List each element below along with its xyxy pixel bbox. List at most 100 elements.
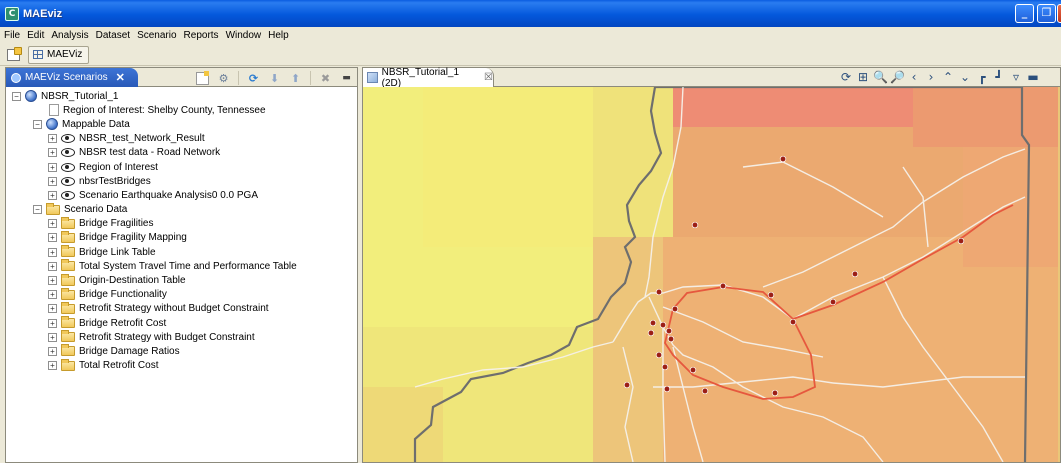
expand-icon[interactable]: + [48,148,57,158]
move-down-icon[interactable]: ⬇ [269,71,280,85]
expand-icon[interactable]: + [48,361,57,371]
bridge-point[interactable] [649,319,657,327]
collapse-icon[interactable]: − [12,91,21,101]
refresh-icon[interactable]: ⟳ [248,71,259,85]
back-icon[interactable]: ‹ [911,70,917,84]
bridge-point[interactable] [667,335,675,343]
tab-maeviz-scenarios[interactable]: MAEViz Scenarios ✕ [6,68,138,87]
tree-item-dataset[interactable]: + Bridge Link Table [6,245,357,259]
tab-nbsr-tutorial-2d[interactable]: NBSR_Tutorial_1 (2D) ☒ [363,67,494,89]
menu-edit[interactable]: Edit [27,30,45,41]
bridge-point[interactable] [701,387,709,395]
tree-item-dataset[interactable]: + Bridge Fragility Mapping [6,230,357,245]
perspective-maeviz-button[interactable]: MAEViz [28,45,90,64]
bridge-point[interactable] [829,298,837,306]
menu-file[interactable]: File [4,30,21,41]
tree-item-scenario-data[interactable]: − Scenario Data [6,202,357,217]
expand-icon[interactable]: + [48,276,57,286]
expand-icon[interactable]: + [48,176,57,186]
extent-icon[interactable]: ⊞ [857,70,869,84]
bridge-point[interactable] [691,221,699,229]
tree-item-dataset[interactable]: + Origin-Destination Table [6,273,357,287]
bridge-point[interactable] [647,329,655,337]
menu-reports[interactable]: Reports [183,30,219,41]
bridge-point[interactable] [779,155,787,163]
bridge-point[interactable] [851,270,859,278]
expand-icon[interactable]: + [48,233,57,243]
tree-root[interactable]: − NBSR_Tutorial_1 [6,89,357,103]
expand-icon[interactable]: + [48,332,57,342]
bridge-point[interactable] [689,366,697,374]
pan-down-icon[interactable]: ⌄ [959,70,971,84]
expand-icon[interactable]: + [48,290,57,300]
tree-item-dataset[interactable]: + Bridge Functionality [6,287,357,302]
expand-icon[interactable]: + [48,261,57,271]
close-window-button[interactable]: X [1057,4,1061,23]
minimize-window-button[interactable]: _ [1015,4,1034,23]
expand-icon[interactable]: + [48,219,57,229]
expand-icon[interactable]: + [48,134,57,144]
expand-icon[interactable]: + [48,162,57,172]
tree-item-region[interactable]: Region of Interest: Shelby County, Tenne… [6,103,357,117]
visibility-eye-icon[interactable] [61,190,75,200]
visibility-eye-icon[interactable] [61,148,75,158]
bridge-point[interactable] [665,327,673,335]
tree-item-dataset[interactable]: + Bridge Damage Ratios [6,344,357,358]
visibility-eye-icon[interactable] [61,134,75,144]
collapse-icon[interactable]: − [33,205,42,215]
map-canvas[interactable] [363,87,1060,462]
bridge-point[interactable] [771,389,779,397]
gear-icon[interactable]: ⚙ [218,71,229,85]
tree-item-dataset[interactable]: + Retrofit Strategy without Budget Const… [6,301,357,316]
bridge-point[interactable] [655,351,663,359]
minimize-icon[interactable]: ▬ [1027,70,1039,84]
refresh-icon[interactable]: ⟳ [840,70,852,84]
delete-icon[interactable]: ✖ [320,71,331,85]
tree-item-layer[interactable]: + NBSR test data - Road Network [6,146,357,160]
bridge-point[interactable] [623,381,631,389]
tree-item-layer[interactable]: + Region of Interest [6,160,357,174]
info-icon[interactable]: ┛ [995,70,1003,84]
tree-item-dataset[interactable]: + Total Retrofit Cost [6,358,357,373]
bridge-point[interactable] [719,282,727,290]
tree-item-dataset[interactable]: + Bridge Fragilities [6,216,357,231]
bridge-point[interactable] [789,318,797,326]
expand-icon[interactable]: + [48,304,57,314]
bridge-point[interactable] [659,321,667,329]
tree-item-layer[interactable]: + nbsrTestBridges [6,174,357,188]
menu-dataset[interactable]: Dataset [95,30,131,41]
menu-scenario[interactable]: Scenario [137,30,177,41]
forward-icon[interactable]: › [928,70,934,84]
maximize-window-button[interactable]: ❐ [1037,4,1056,23]
view-menu-icon[interactable]: ▿ [1012,70,1020,84]
close-tab-icon[interactable]: ✕ [115,72,125,84]
menu-help[interactable]: Help [268,30,289,41]
tree-item-dataset[interactable]: + Total System Travel Time and Performan… [6,259,357,273]
expand-icon[interactable]: + [48,190,57,200]
move-up-icon[interactable]: ⬆ [290,71,301,85]
tree-item-layer[interactable]: + Scenario Earthquake Analysis0 0.0 PGA [6,188,357,202]
open-perspective-icon[interactable] [7,46,22,61]
bridge-point[interactable] [655,288,663,296]
visibility-eye-icon[interactable] [61,176,75,186]
bridge-point[interactable] [663,385,671,393]
menu-window[interactable]: Window [225,30,262,41]
close-tab-icon[interactable]: ☒ [484,72,493,83]
expand-icon[interactable]: + [48,318,57,328]
tree-item-mappable-data[interactable]: − Mappable Data [6,117,357,131]
menu-analysis[interactable]: Analysis [51,30,89,41]
bridge-point[interactable] [957,237,965,245]
tree-item-dataset[interactable]: + Bridge Retrofit Cost [6,316,357,330]
bridge-point[interactable] [661,363,669,371]
bridge-point[interactable] [767,291,775,299]
select-icon[interactable]: ┏ [978,70,986,84]
zoom-in-icon[interactable]: 🔍 [873,70,888,84]
tree-item-layer[interactable]: + NBSR_test_Network_Result [6,132,357,146]
collapse-icon[interactable]: − [33,119,42,129]
visibility-eye-icon[interactable] [61,162,75,172]
new-icon[interactable] [196,71,209,85]
tree-item-dataset[interactable]: + Retrofit Strategy with Budget Constrai… [6,330,357,344]
expand-icon[interactable]: + [48,247,57,257]
pan-up-icon[interactable]: ⌃ [942,70,954,84]
bridge-point[interactable] [671,305,679,313]
